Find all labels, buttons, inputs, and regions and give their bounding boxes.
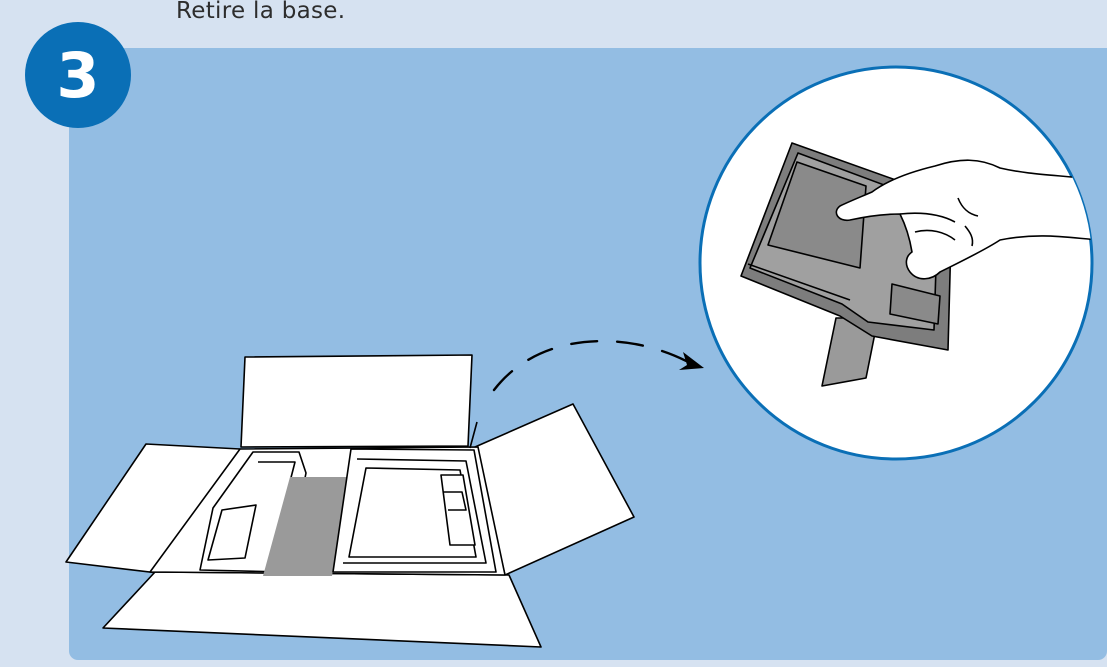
step-number: 3: [56, 39, 100, 112]
foam-right-edge: [343, 458, 487, 564]
foam-right-inner: [348, 467, 477, 558]
instruction-caption: Retire la base.: [176, 0, 346, 24]
stand-in-box: [263, 477, 349, 576]
stand-detail: [740, 142, 1092, 387]
open-box-illustration: [65, 354, 635, 648]
box-front-flap: [102, 571, 542, 648]
dashed-arrow: [492, 339, 704, 392]
foam-left-slot: [207, 504, 257, 561]
stand-edge-line: [747, 263, 851, 301]
stand-recess-right: [889, 283, 941, 325]
foam-right-detail: [443, 491, 467, 511]
stand-recess-top: [767, 161, 867, 269]
box-pull-tab: [469, 421, 478, 449]
arrow-head: [679, 352, 704, 370]
box-back-flap: [240, 354, 473, 448]
hand: [835, 159, 1092, 280]
step-badge: 3: [25, 22, 131, 128]
